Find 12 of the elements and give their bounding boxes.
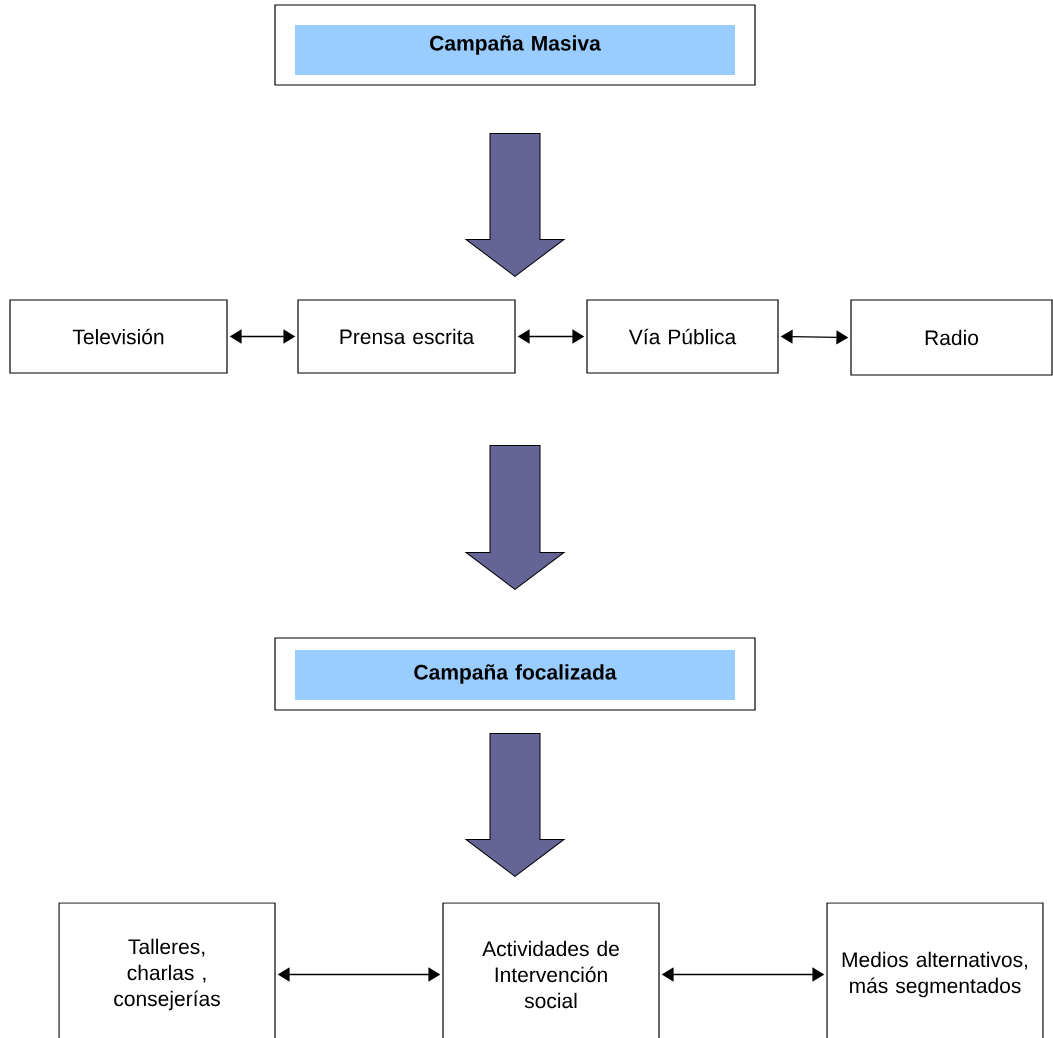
text-box: Medios alternativos, más segmentados — [826, 902, 1044, 1038]
block-arrow — [465, 133, 565, 277]
title-box: Campaña focalizada — [274, 637, 756, 711]
block-arrow — [465, 445, 565, 590]
text-box: Radio — [850, 299, 1053, 376]
text-box: Televisión — [9, 299, 228, 374]
text-box: Actividades de Intervención social — [442, 902, 660, 1038]
text-box: Vía Pública — [586, 299, 779, 374]
text-box: Prensa escrita — [297, 299, 516, 374]
title-box: Campaña Masiva — [274, 4, 756, 86]
block-arrow — [465, 733, 565, 877]
text-box: Talleres, charlas , consejerías — [58, 902, 276, 1038]
